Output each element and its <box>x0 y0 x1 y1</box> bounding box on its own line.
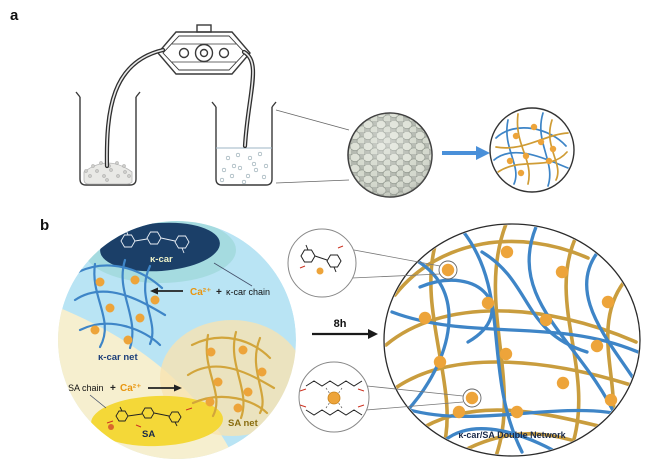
sa-structure-label: SA <box>142 429 155 440</box>
eggbox-coordination-dashes <box>325 387 343 409</box>
double-network-label: κ-car/SA Double Network <box>458 430 566 440</box>
ca-ion-label-2: Ca²⁺ <box>120 383 141 394</box>
mixture-circle: κ-car <box>58 221 296 459</box>
kcar-chain-pointer-line <box>213 262 253 287</box>
zoom-callout-lines-top <box>351 249 458 280</box>
gel-beads-photo <box>347 112 433 198</box>
eggbox-structure <box>305 380 363 416</box>
kcar-net <box>73 258 167 350</box>
reaction-time-label: 8h <box>334 318 347 330</box>
sa-net <box>186 330 276 420</box>
kcar-calcium-zoom-circle <box>287 228 357 298</box>
zoom-callout-lines-bottom <box>365 385 482 411</box>
panel-a: a <box>10 7 575 198</box>
calcium-ion-eggbox-dot <box>327 391 341 405</box>
sa-net-dots <box>205 345 267 413</box>
mini-network-dots <box>506 123 557 177</box>
left-beaker <box>75 91 141 186</box>
kcar-structure-label: κ-car <box>150 254 173 265</box>
gel-network-circle <box>489 107 575 193</box>
kcar-chain-label: κ-car chain <box>226 287 270 297</box>
kcar-reaction-arrow <box>150 287 183 295</box>
tube-left <box>104 47 166 169</box>
sa-structure-red-marks <box>106 407 193 428</box>
calcium-ion-dot <box>316 267 324 275</box>
pump-device <box>157 24 251 75</box>
right-beaker-beads <box>219 151 269 185</box>
plus-sign-2: + <box>110 383 116 394</box>
sa-structure <box>115 406 182 427</box>
panel-b-label: b <box>40 217 49 234</box>
kcar-net-label: κ-car net <box>98 352 138 363</box>
kcar-net-dots <box>90 275 160 345</box>
reaction-arrow: 8h <box>312 318 378 339</box>
ca-ion-label-1: Ca²⁺ <box>190 287 211 298</box>
sa-structure-ellipse: SA <box>91 395 223 447</box>
left-beaker-granules <box>84 161 131 182</box>
eggbox-red-marks <box>299 388 365 408</box>
calcium-dots <box>418 245 618 419</box>
eggbox-zoom-circle <box>298 361 370 433</box>
sa-chain-pointer-line <box>89 394 107 409</box>
panel-b: b <box>40 217 641 459</box>
sa-reaction-arrow <box>148 384 182 392</box>
double-network-circle: κ-car/SA Double Network <box>383 223 641 457</box>
kcar-structure-red-marks <box>299 245 344 269</box>
tube-right <box>241 49 256 149</box>
sa-structure-highlight <box>108 424 114 430</box>
mini-network-tan-curves <box>495 113 569 185</box>
right-beaker <box>211 101 277 186</box>
panel-a-label: a <box>10 7 19 24</box>
plus-sign-1: + <box>216 287 222 298</box>
sa-chain-label: SA chain <box>68 383 104 393</box>
flow-arrow <box>442 146 490 160</box>
magnifier-lines <box>275 109 350 184</box>
kcar-calcium-structure <box>300 244 342 273</box>
sa-net-label: SA net <box>228 418 259 429</box>
